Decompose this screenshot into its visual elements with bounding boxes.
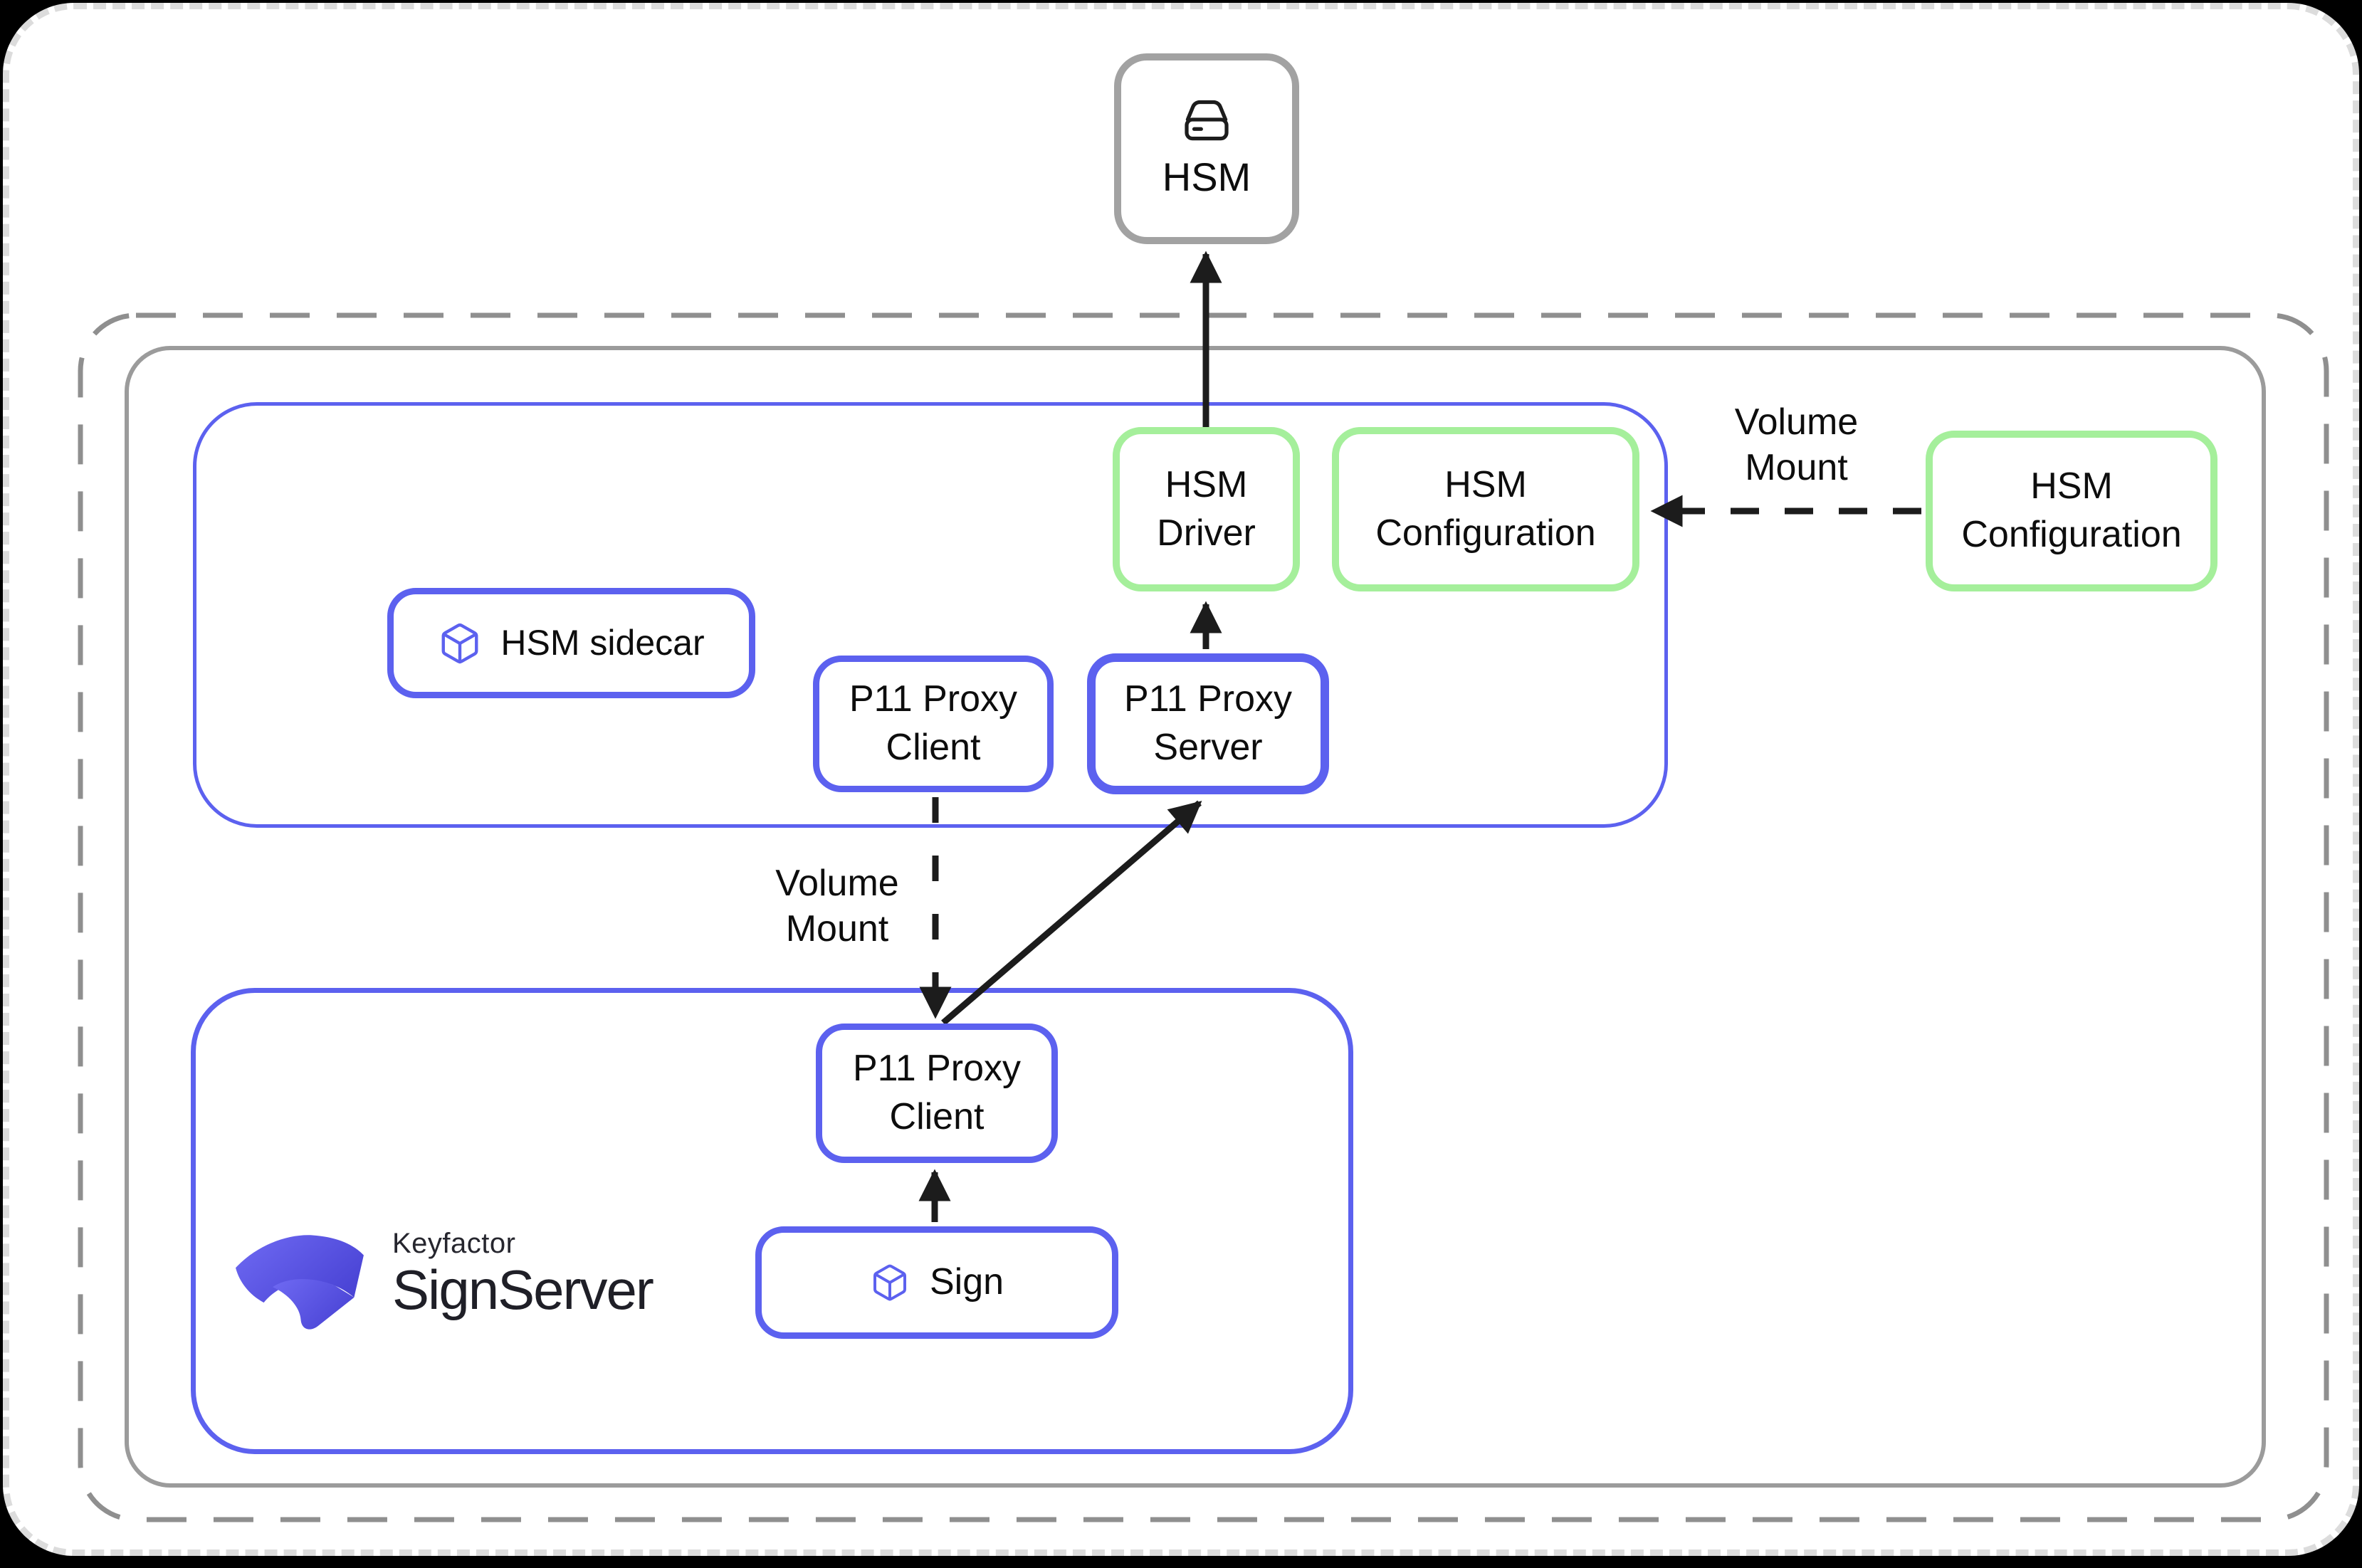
node-hsm-driver-label: HSM Driver bbox=[1157, 463, 1256, 554]
volume-mount-label-pods: Volume Mount bbox=[775, 863, 899, 949]
node-hsm-driver: HSM Driver bbox=[1113, 427, 1300, 591]
cube-icon bbox=[441, 623, 478, 663]
node-hsm-configuration-external: HSM Configuration bbox=[1926, 431, 2217, 591]
cube-icon bbox=[873, 1264, 906, 1301]
node-hsm-label: HSM bbox=[1162, 154, 1251, 199]
node-p11-proxy-server-label: P11 Proxy Server bbox=[1123, 678, 1293, 768]
node-hsm-configuration-external-label: HSM Configuration bbox=[1961, 465, 2182, 555]
node-hsm-configuration-sidecar-label: HSM Configuration bbox=[1375, 463, 1596, 554]
node-p11-proxy-client-sidecar-label: P11 Proxy Client bbox=[849, 678, 1018, 768]
diagram-canvas: HSM HSM Driver HSM Configuration HSM Con… bbox=[3, 3, 2359, 1556]
volume-mount-label-config: Volume Mount bbox=[1734, 401, 1859, 488]
node-p11-proxy-client-sidecar: P11 Proxy Client bbox=[813, 656, 1054, 792]
node-sign: Sign bbox=[755, 1226, 1118, 1339]
signserver-pod-boundary bbox=[191, 988, 1353, 1454]
keyfactor-mark-icon bbox=[236, 1235, 364, 1330]
node-p11-proxy-client-signserver: P11 Proxy Client bbox=[816, 1024, 1058, 1163]
node-p11-proxy-client-signserver-label: P11 Proxy Client bbox=[852, 1048, 1022, 1137]
node-hsm-sidecar-label: HSM sidecar bbox=[500, 623, 705, 663]
logo-product-text: SignServer bbox=[392, 1258, 654, 1321]
logo-text-group: Keyfactor SignServer bbox=[392, 1228, 654, 1321]
node-hsm-configuration-sidecar: HSM Configuration bbox=[1332, 427, 1639, 591]
logo-brand-text: Keyfactor bbox=[392, 1228, 516, 1259]
hard-drive-icon bbox=[1185, 100, 1229, 140]
node-hsm-sidecar: HSM sidecar bbox=[387, 588, 755, 698]
node-hsm: HSM bbox=[1114, 53, 1299, 244]
node-p11-proxy-server: P11 Proxy Server bbox=[1087, 653, 1329, 794]
node-sign-label: Sign bbox=[929, 1261, 1004, 1303]
keyfactor-signserver-logo: Keyfactor SignServer bbox=[236, 1228, 654, 1330]
